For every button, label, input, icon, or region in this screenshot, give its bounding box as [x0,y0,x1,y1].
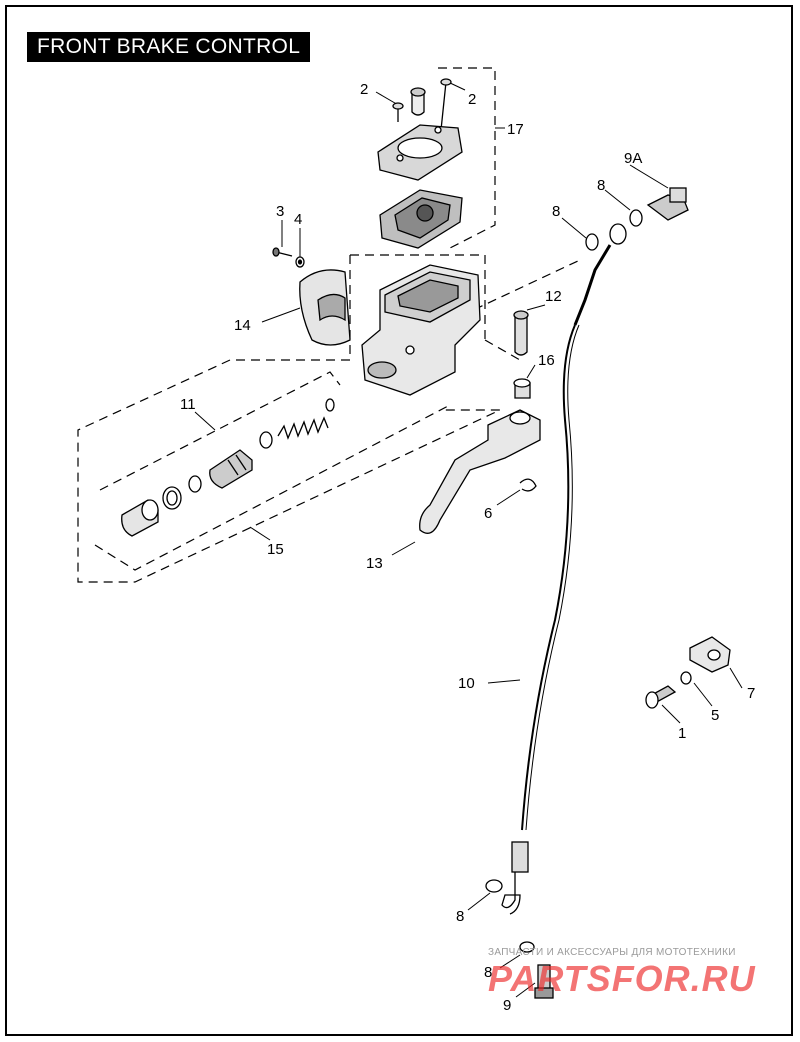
pivot-pin-12 [513,310,529,356]
screw-2-right [440,78,452,131]
parts [121,78,731,999]
callout-2-left: 2 [360,81,368,98]
group-11-upper-line [99,371,341,491]
group-11-lower-line [94,404,451,571]
washer-4 [295,256,305,268]
master-cylinder-body [361,264,481,396]
seal-small [259,431,273,449]
group-17-bracket [438,67,496,249]
reservoir-diaphragm [379,189,463,249]
dashed-assembly-boxes [77,67,581,583]
screw-2-left [392,102,404,122]
callout-16: 16 [538,352,555,369]
brake-hose-10 [501,223,627,915]
brake-lever-13 [419,409,541,534]
callout-11: 11 [180,396,196,413]
callout-1: 1 [678,725,686,742]
callout-8-d: 8 [484,964,492,981]
banjo-bolt-9A [646,187,689,221]
callout-12: 12 [545,288,562,305]
watermark-logo: PARTSFOR.RU [488,958,756,999]
spring [277,416,329,440]
o-ring [188,475,202,493]
callout-8-a: 8 [597,177,605,194]
callout-9A: 9A [624,150,642,167]
callout-4: 4 [294,211,302,228]
washer-8-c [485,879,503,893]
banjo-bolt-9 [534,964,554,999]
reservoir-cover [377,124,463,181]
callout-9: 9 [503,997,511,1014]
clamp-14 [299,269,351,346]
bushing-16 [513,378,531,399]
screw-1 [645,685,677,709]
hose-clip-7 [689,636,731,673]
washer-5 [680,671,692,685]
callout-7: 7 [747,685,755,702]
callout-10: 10 [458,675,475,692]
callout-13: 13 [366,555,383,572]
piston-cup [121,499,159,537]
group-15-box [77,255,501,583]
leader-lines [194,81,743,998]
callout-5: 5 [711,707,719,724]
callout-14: 14 [234,317,251,334]
washer-8-b [585,233,599,251]
washer-8-d [519,941,535,953]
piston [209,449,253,489]
callout-3: 3 [276,203,284,220]
piston-seal-ring [162,486,182,510]
callouts: 2 2 17 3 4 14 11 15 12 16 13 6 9A 8 8 10… [180,81,755,1014]
callout-17: 17 [507,121,524,138]
callout-2-right: 2 [468,91,476,108]
retaining-clip-6 [519,478,537,492]
callout-15: 15 [267,541,284,558]
callout-6: 6 [484,505,492,522]
screw-3 [272,247,293,257]
washer-8-a [629,209,643,227]
pin-center-line [484,339,521,361]
callout-8-c: 8 [456,908,464,925]
body-group-box [350,254,486,340]
page-title: FRONT BRAKE CONTROL [27,32,311,62]
sight-plug [410,87,426,116]
callout-8-b: 8 [552,203,560,220]
spring-retainer [325,398,335,412]
diagram-frame [5,5,793,1036]
watermark-tagline: ЗАПЧАСТИ И АКСЕССУАРЫ ДЛЯ МОТОТЕХНИКИ [488,947,736,958]
